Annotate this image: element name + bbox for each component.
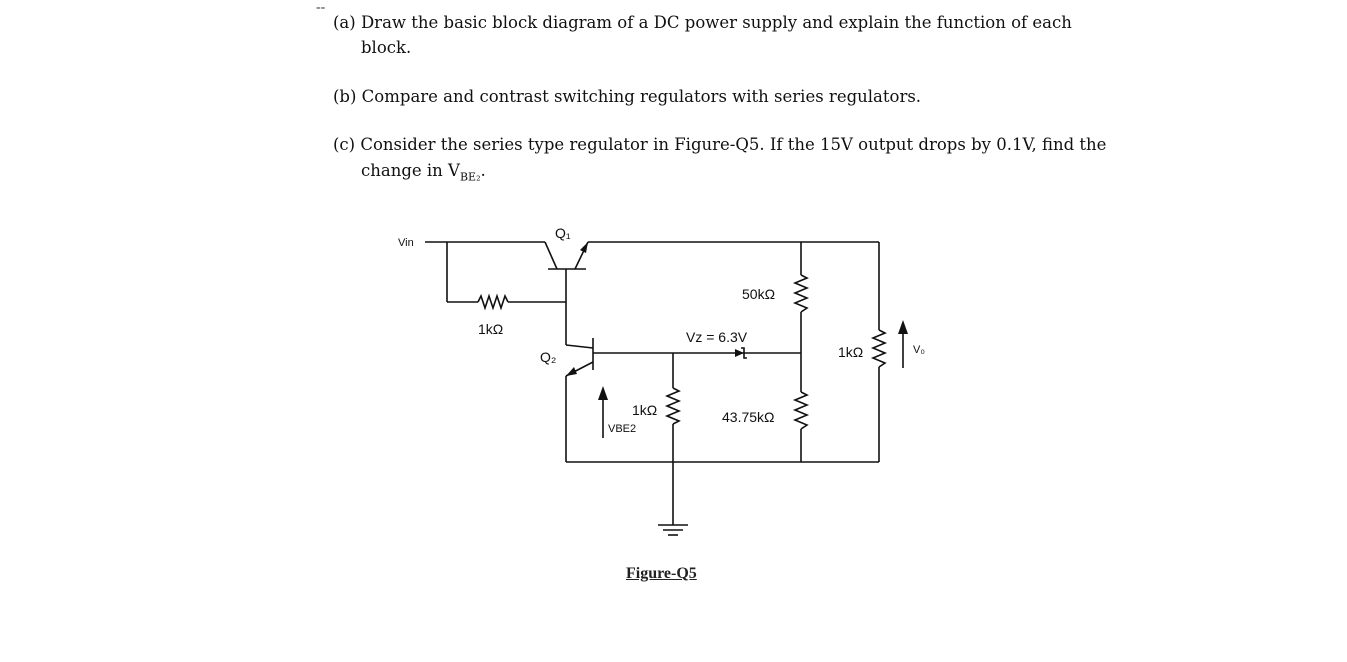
question-b: (b) Compare and contrast switching regul… — [333, 87, 922, 106]
question-a-line2: block. — [361, 38, 412, 57]
label-r-top: 50kΩ — [742, 286, 775, 302]
label-vin: Vin — [398, 237, 414, 249]
zener-diode — [735, 349, 744, 357]
label-vo: V₀ — [913, 344, 925, 356]
question-c-text: change in V — [361, 161, 460, 180]
label-q1: Q₁ — [555, 225, 571, 241]
question-c-line2: change in VBE₂. — [361, 158, 486, 189]
label-r-bottom: 43.75kΩ — [722, 409, 775, 425]
r-zener — [664, 387, 682, 425]
label-zener: Vz = 6.3V — [686, 329, 748, 345]
r-load — [870, 329, 888, 368]
label-r-zener: 1kΩ — [632, 402, 657, 418]
zener-bar — [741, 347, 747, 359]
vo-arrow-head — [898, 320, 908, 334]
base-resistor — [477, 293, 509, 311]
question-c-period: . — [480, 161, 486, 180]
question-a-line1: (a) Draw the basic block diagram of a DC… — [333, 13, 1072, 32]
question-c-subscript: BE₂ — [459, 170, 481, 184]
label-q2: Q₂ — [540, 349, 556, 365]
q1-collector — [544, 241, 558, 270]
q2-emitter-arrow — [566, 367, 577, 376]
label-r-load: 1kΩ — [838, 344, 863, 360]
corner-mark: -- — [316, 0, 326, 15]
vbe2-arrow-head — [598, 386, 608, 400]
figure-caption: Figure-Q5 — [626, 565, 697, 582]
r-bottom — [792, 391, 810, 430]
label-r-base: 1kΩ — [478, 321, 503, 337]
q1-emitter-arrow — [580, 242, 588, 253]
label-vbe2: VBE2 — [608, 423, 636, 435]
question-c-line1: (c) Consider the series type regulator i… — [333, 135, 1107, 154]
q2-collector — [565, 344, 594, 349]
r-top — [792, 274, 810, 313]
